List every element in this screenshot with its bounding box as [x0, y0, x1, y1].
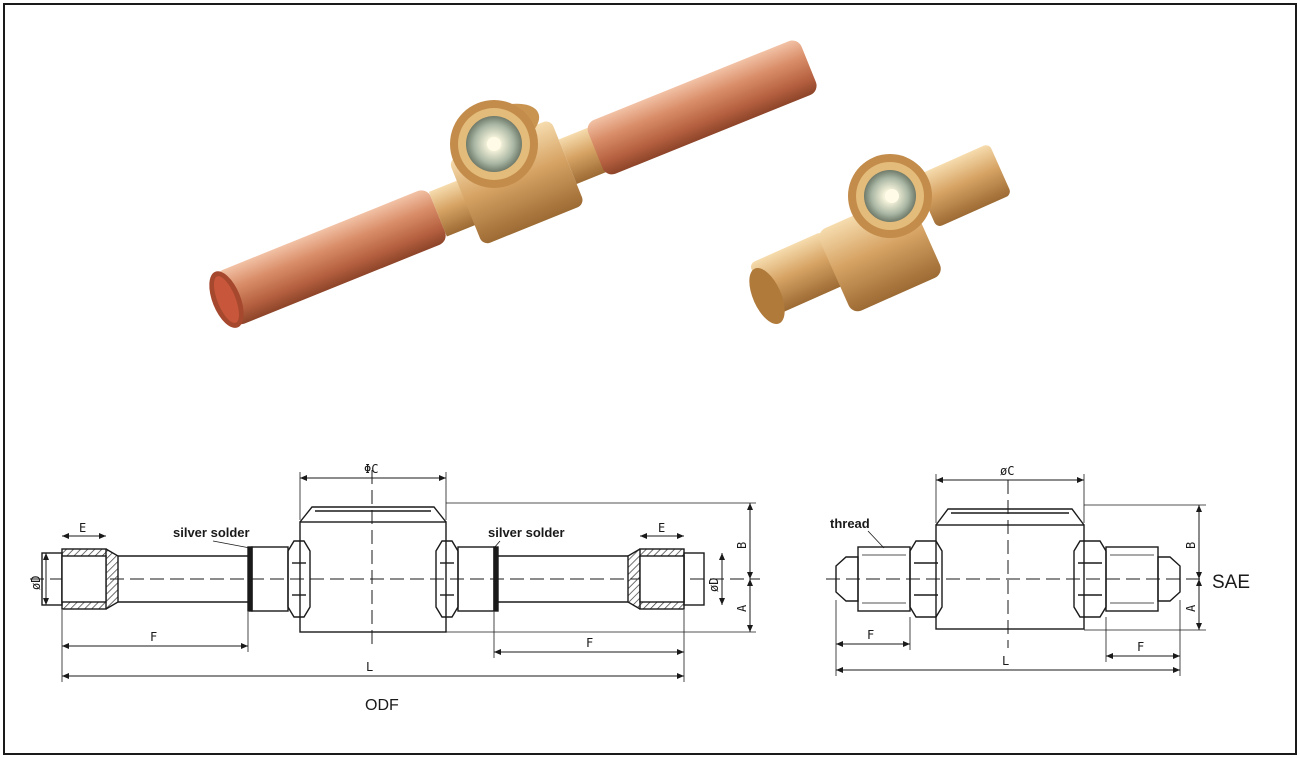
- sae-f-left-label: F: [867, 628, 874, 642]
- sae-phi-c-label: øC: [1000, 464, 1014, 478]
- odf-caption: ODF: [365, 697, 399, 714]
- odf-left-solder-note: silver solder: [173, 525, 250, 540]
- odf-right-solder-note: silver solder: [488, 525, 565, 540]
- sae-caption: SAE: [1212, 572, 1251, 593]
- odf-d-right-label: øD: [707, 578, 721, 592]
- sae-l-label: L: [1002, 654, 1009, 668]
- odf-f-left-label: F: [150, 630, 157, 644]
- sight-glass-photo-art: [209, 40, 1010, 328]
- odf-drawing: [30, 470, 760, 682]
- figure-frame: [3, 3, 1297, 755]
- sae-b-label: B: [1184, 542, 1198, 549]
- odf-a-label: A: [735, 604, 749, 612]
- odf-l-label: L: [366, 660, 373, 674]
- odf-d-left-label: øD: [29, 576, 43, 590]
- sae-f-right-label: F: [1137, 640, 1144, 654]
- odf-e-left-label: E: [79, 521, 86, 535]
- sae-a-label: A: [1184, 604, 1198, 612]
- odf-e-right-label: E: [658, 521, 665, 535]
- sae-sight-glass-photo: [749, 145, 1010, 324]
- odf-phi-c-label: ΦC: [364, 462, 378, 476]
- product-photo: [162, 18, 1058, 390]
- sae-drawing: [826, 474, 1206, 676]
- odf-f-right-label: F: [586, 636, 593, 650]
- sae-thread-note: thread: [830, 516, 870, 531]
- odf-b-label: B: [735, 542, 749, 549]
